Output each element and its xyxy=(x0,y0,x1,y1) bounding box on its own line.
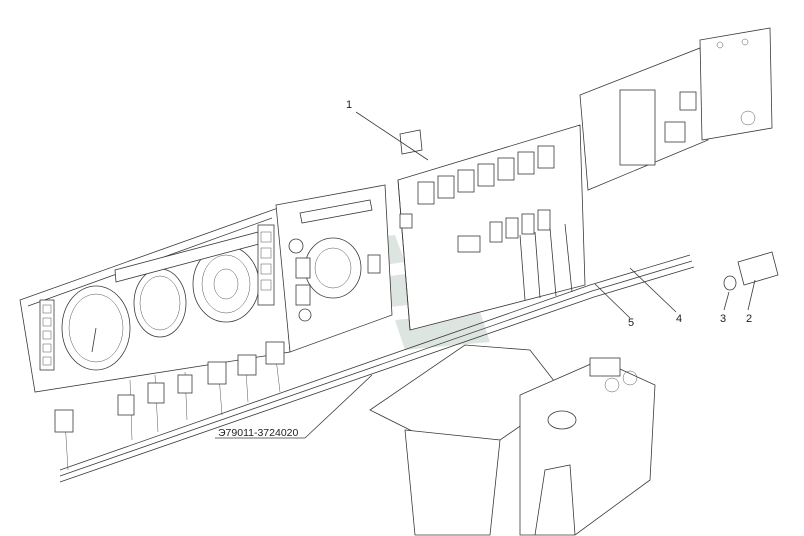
relay-fuse-block xyxy=(397,124,586,331)
knob xyxy=(288,238,304,254)
tachometer-gauge xyxy=(133,268,187,338)
part-label-1 xyxy=(399,129,423,155)
connectors xyxy=(54,341,285,433)
part-nut xyxy=(723,275,737,291)
callout-3: 3 xyxy=(720,313,726,325)
part-number-label: Э79011-3724020 xyxy=(218,427,298,439)
switch-column xyxy=(39,299,55,371)
knob xyxy=(298,308,312,322)
electronic-control-unit xyxy=(579,27,773,191)
pressure-gauge xyxy=(304,237,362,299)
center-control-panel xyxy=(275,184,393,353)
switch-column-right xyxy=(257,224,275,306)
callout-4: 4 xyxy=(676,313,682,325)
callout-2: 2 xyxy=(746,313,752,325)
callout-5: 5 xyxy=(628,317,634,329)
callout-1: 1 xyxy=(346,99,352,111)
center-console xyxy=(369,344,656,536)
leader-lines xyxy=(215,111,756,439)
instrument-cluster-panel xyxy=(19,207,291,393)
part-plate xyxy=(737,251,779,286)
